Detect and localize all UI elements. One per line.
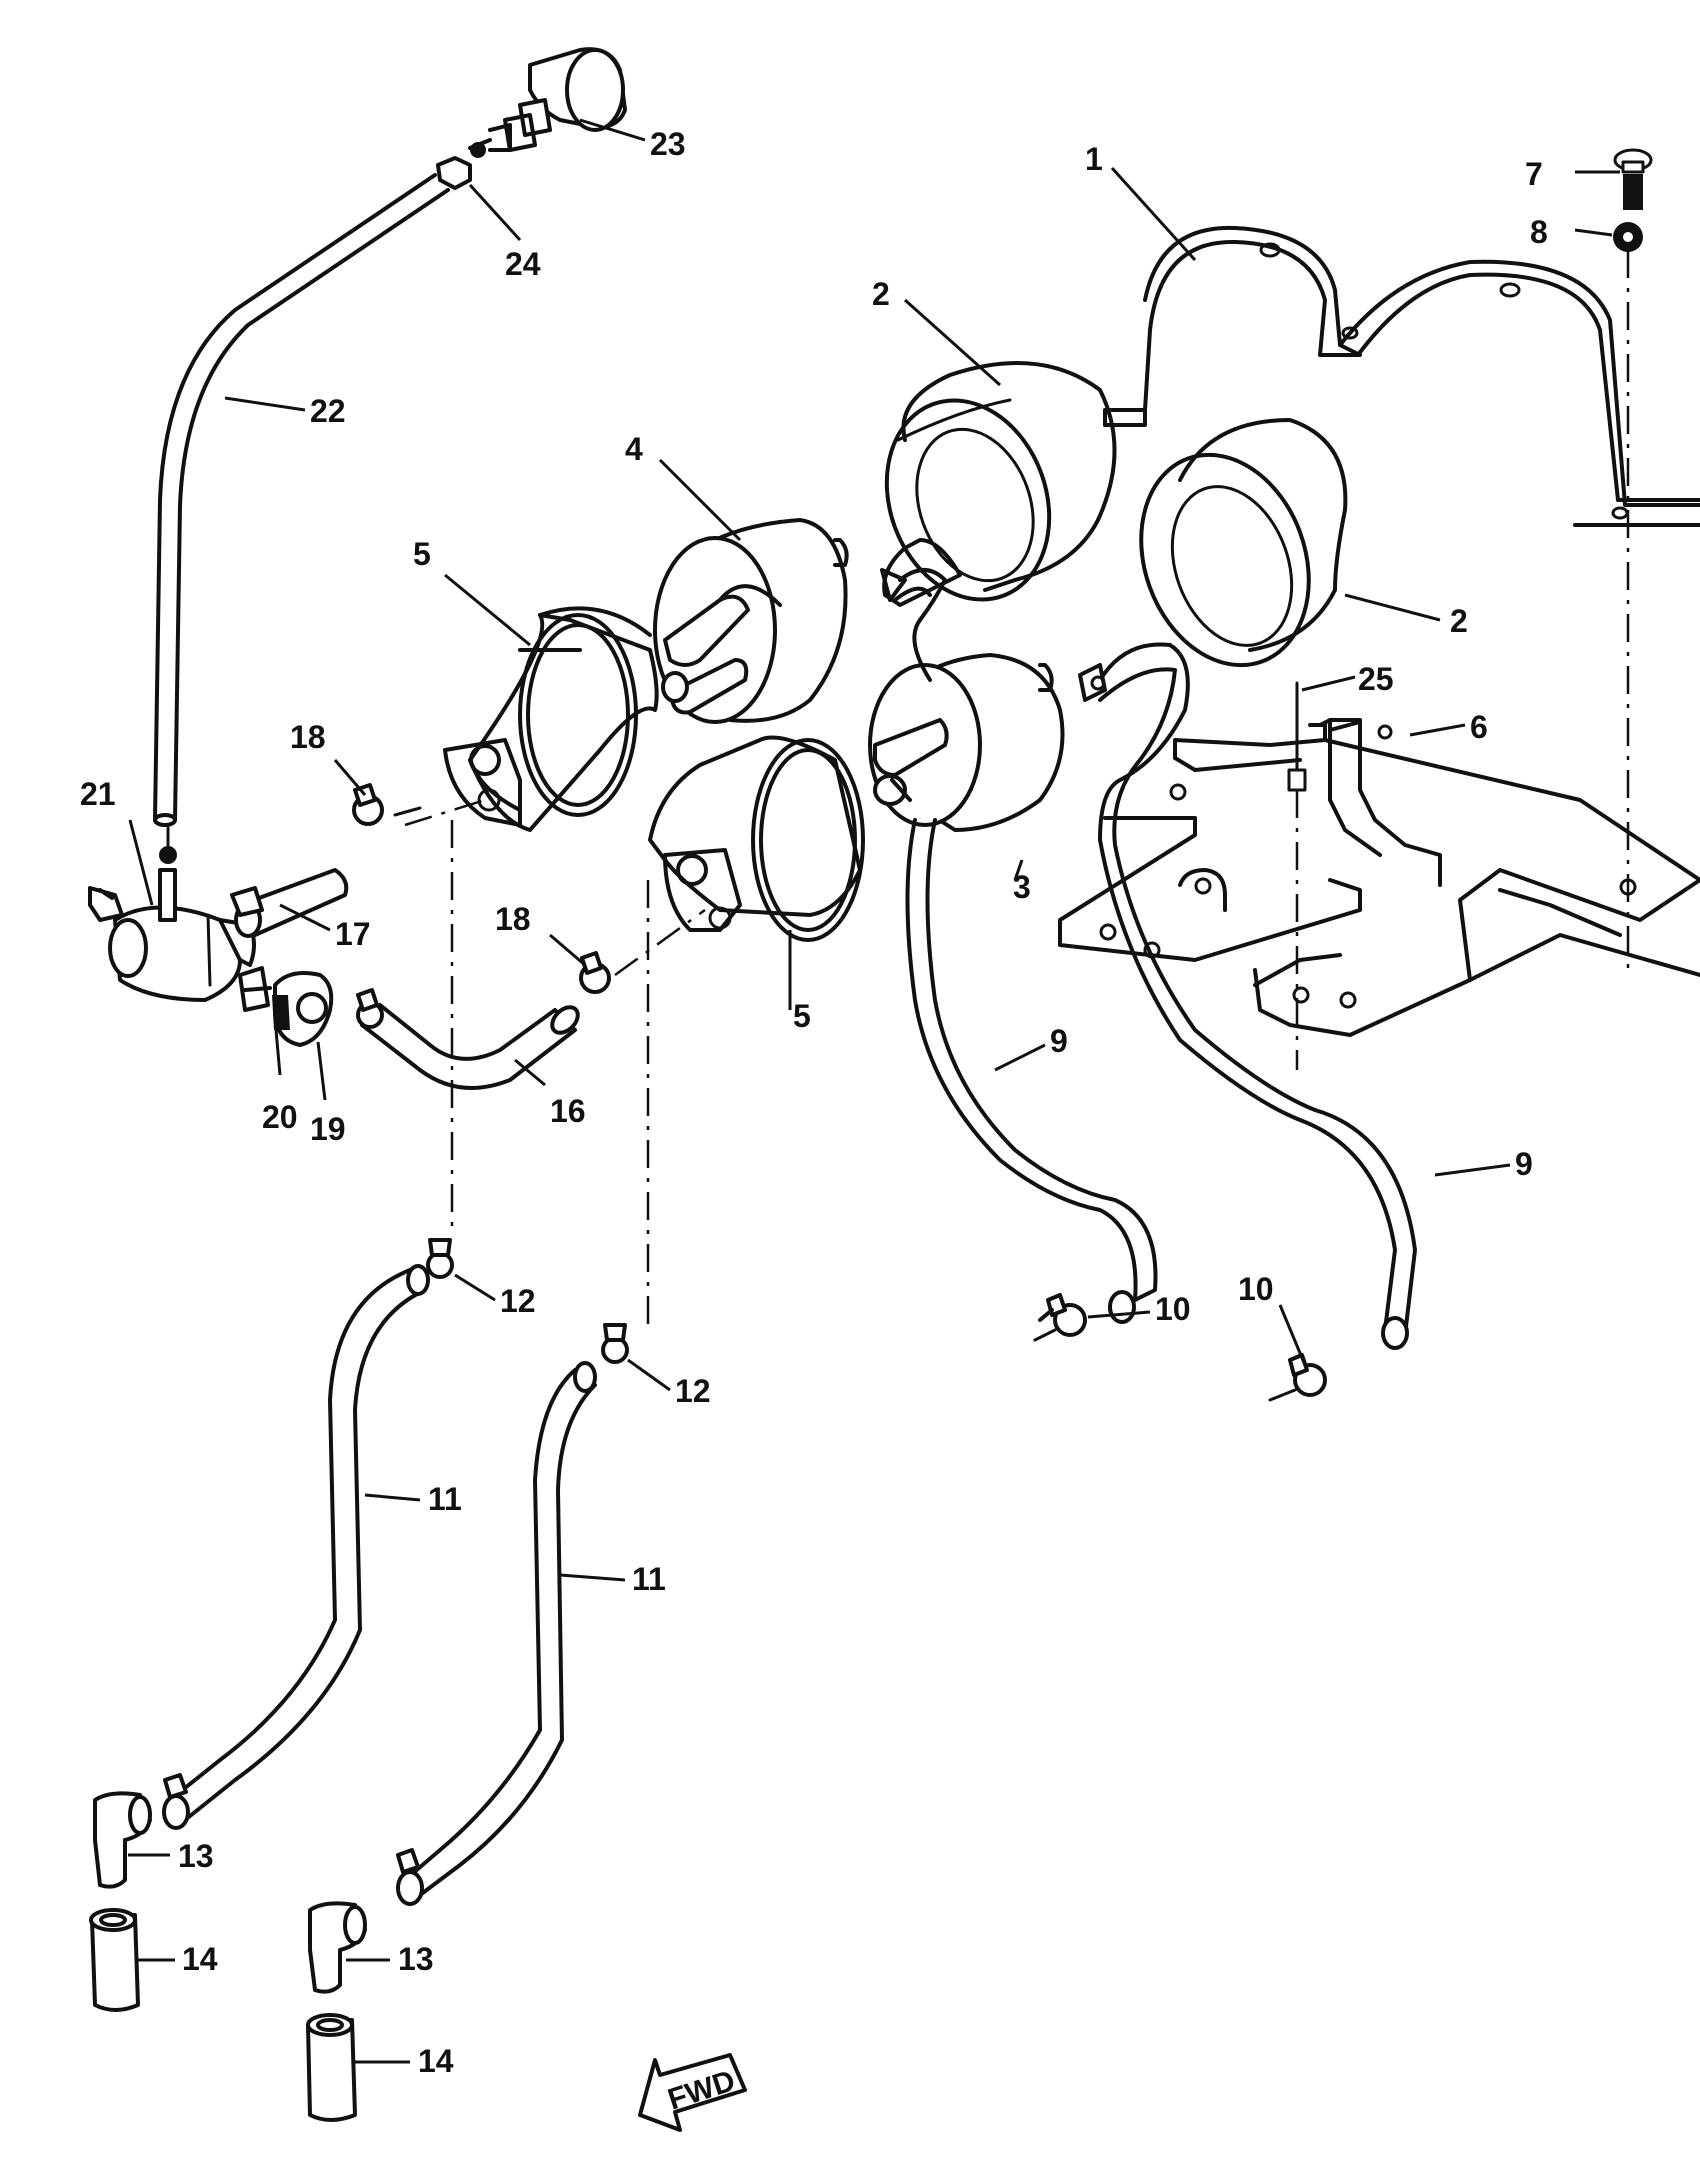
callout-2-right: 2 [1450, 603, 1468, 639]
callout-23: 23 [650, 126, 686, 162]
callout-21: 21 [80, 776, 116, 812]
part-17-hose [230, 868, 349, 938]
callout-9-left: 9 [1050, 1023, 1068, 1059]
callout-17: 17 [335, 916, 371, 952]
part-14-sleeve-right [306, 2013, 357, 2122]
part-10-clamp-right [1268, 1353, 1327, 1402]
part-3-lower-coil [868, 653, 1065, 832]
callout-19: 19 [310, 1111, 346, 1147]
part-24-nut [436, 142, 486, 190]
callout-3: 3 [1013, 869, 1031, 905]
callout-12-right: 12 [675, 1373, 711, 1409]
part-4-upper-coil [653, 518, 849, 724]
callout-13-right: 13 [398, 1941, 434, 1977]
part-14-sleeve-left [89, 1908, 140, 2012]
callout-10-left: 10 [1155, 1291, 1191, 1327]
callout-11-left: 11 [428, 1481, 462, 1517]
callout-9-right: 9 [1515, 1146, 1533, 1182]
callout-labels: 1 2 2 3 4 5 5 6 7 8 9 9 10 10 11 11 12 1… [80, 126, 1548, 2079]
callout-22: 22 [310, 393, 346, 429]
callout-12-left: 12 [500, 1283, 536, 1319]
callout-5-lower: 5 [793, 998, 811, 1034]
callout-18-upper: 18 [290, 719, 326, 755]
part-21-valve-body [88, 826, 256, 1002]
part-5-upper-boot-cap [443, 606, 659, 832]
callout-1: 1 [1085, 141, 1103, 177]
callout-25: 25 [1358, 661, 1394, 697]
callout-16: 16 [550, 1093, 586, 1129]
part-18-clamp-upper [352, 783, 422, 826]
callout-11-right: 11 [632, 1561, 666, 1597]
callout-18-lower: 18 [495, 901, 531, 937]
callout-4: 4 [625, 431, 643, 467]
part-10-clamp-left [1033, 1293, 1087, 1342]
part-19-fitting [272, 971, 334, 1047]
part-1-mounting-bracket [1103, 225, 1700, 527]
part-22-hose [153, 173, 450, 827]
part-16-elbow-hose [356, 988, 580, 1090]
part-18-clamp-lower [579, 951, 611, 994]
part-12-clamp-left [426, 1238, 454, 1279]
part-5-lower-boot-cap [648, 735, 865, 942]
part-13-elbow-left [93, 1791, 152, 1889]
part-8-washer [1613, 222, 1643, 252]
part-12-clamp-right [601, 1323, 629, 1364]
callout-13-left: 13 [178, 1838, 214, 1874]
callout-20: 20 [262, 1099, 298, 1135]
callout-14-left: 14 [182, 1941, 218, 1977]
callout-8: 8 [1530, 214, 1548, 250]
callout-2-left: 2 [872, 276, 890, 312]
part-11-hose-right [396, 1361, 597, 1906]
callout-7: 7 [1525, 156, 1543, 192]
part-13-elbow-right [308, 1901, 367, 1994]
part-9-cable-left [905, 818, 1158, 1324]
part-7-bolt [1613, 148, 1653, 210]
leader-lines [128, 118, 1620, 2064]
callout-5-upper: 5 [413, 536, 431, 572]
part-2-rubber-boot-left [882, 361, 1117, 607]
callout-6: 6 [1470, 709, 1488, 745]
part-9-cable-right [1078, 642, 1417, 1350]
part-20-gasket [238, 966, 272, 1012]
callout-24: 24 [505, 246, 541, 282]
callout-14-right: 14 [418, 2043, 454, 2079]
part-25-pin [1287, 681, 1307, 792]
fwd-direction-arrow: FWD [638, 2053, 747, 2132]
part-11-hose-left [162, 1264, 430, 1830]
part-2-rubber-boot-right [1139, 418, 1348, 668]
part-6-base-plate [1058, 718, 1700, 1037]
part-23-connector-plug [468, 47, 627, 152]
coil-lead-upper [880, 568, 947, 682]
callout-10-right: 10 [1238, 1271, 1274, 1307]
